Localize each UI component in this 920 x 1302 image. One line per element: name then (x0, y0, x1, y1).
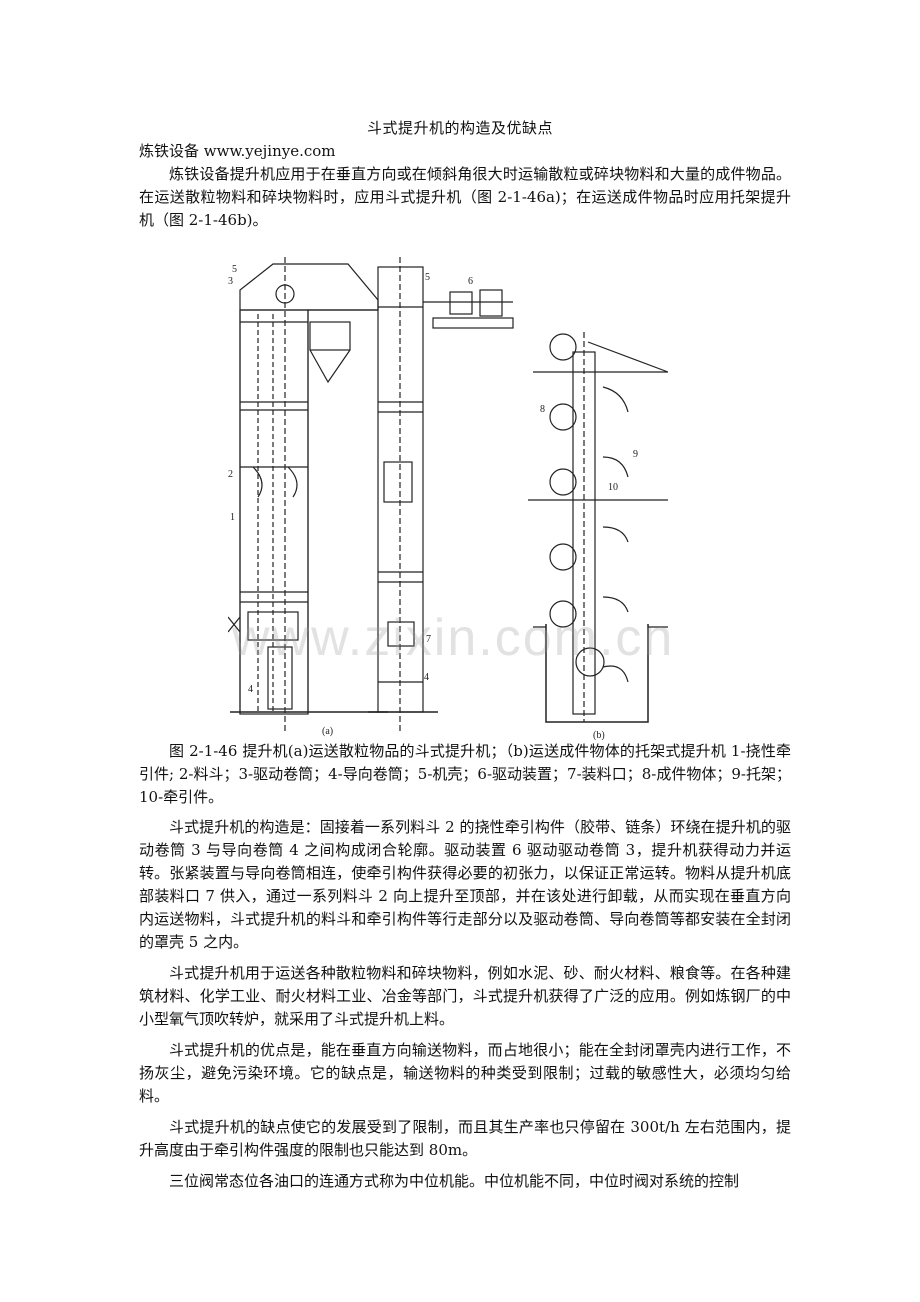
callout-10: 10 (608, 482, 618, 493)
intro-block: 炼铁设备 www.yejinye.com 炼铁设备提升机应用于在垂直方向或在倾斜… (139, 140, 791, 232)
panel-b-label: (b) (593, 730, 605, 740)
body-block: 斗式提升机的构造是：固接着一系列料斗 2 的挠性牵引构件（胶带、链条）环绕在提升… (139, 816, 791, 1193)
paragraph-valve: 三位阀常态位各油口的连通方式称为中位机能。中位机能不同，中位时阀对系统的控制 (169, 1172, 740, 1190)
callout-5: 5 (232, 264, 237, 275)
elevator-figure: 5 3 2 1 7 4 5 6 7 4 8 9 10 (a) (b) (222, 252, 708, 741)
figure-caption-block: 图 2-1-46 提升机(a)运送散粒物品的斗式提升机；（b)运送成件物体的托架… (139, 740, 791, 809)
figure-caption: 图 2-1-46 提升机(a)运送散粒物品的斗式提升机；（b)运送成件物体的托架… (139, 742, 791, 806)
panel-a-label: (a) (322, 726, 333, 737)
paragraph-applications: 斗式提升机用于运送各种散粒物料和碎块物料，例如水泥、砂、耐火材料、粮食等。在各种… (139, 964, 791, 1028)
callout-4: 4 (248, 684, 253, 695)
paragraph-pros-cons: 斗式提升机的优点是，能在垂直方向输送物料，而占地很小；能在全封闭罩壳内进行工作，… (139, 1041, 791, 1105)
callout-8: 8 (540, 404, 545, 415)
callout-6: 6 (468, 276, 473, 287)
callout-3: 3 (228, 276, 233, 287)
callout-5-side: 5 (425, 272, 430, 283)
callout-7-side: 7 (426, 634, 431, 645)
source-line: 炼铁设备 www.yejinye.com (139, 142, 336, 160)
callout-4-side: 4 (424, 672, 429, 683)
callout-2: 2 (228, 469, 233, 480)
paragraph-limitations: 斗式提升机的缺点使它的发展受到了限制，而且其生产率也只停留在 300t/h 左右… (139, 1118, 791, 1159)
bucket-elevator-drawing: 5 3 2 1 7 4 5 6 7 4 8 9 10 (a) (b) (222, 257, 669, 741)
intro-paragraph: 炼铁设备提升机应用于在垂直方向或在倾斜角很大时运输散粒或碎块物料和大量的成件物品… (139, 165, 791, 229)
page-title: 斗式提升机的构造及优缺点 (366, 119, 553, 137)
paragraph-structure: 斗式提升机的构造是：固接着一系列料斗 2 的挠性牵引构件（胶带、链条）环绕在提升… (139, 818, 791, 951)
callout-1: 1 (230, 512, 235, 523)
callout-9: 9 (633, 449, 638, 460)
